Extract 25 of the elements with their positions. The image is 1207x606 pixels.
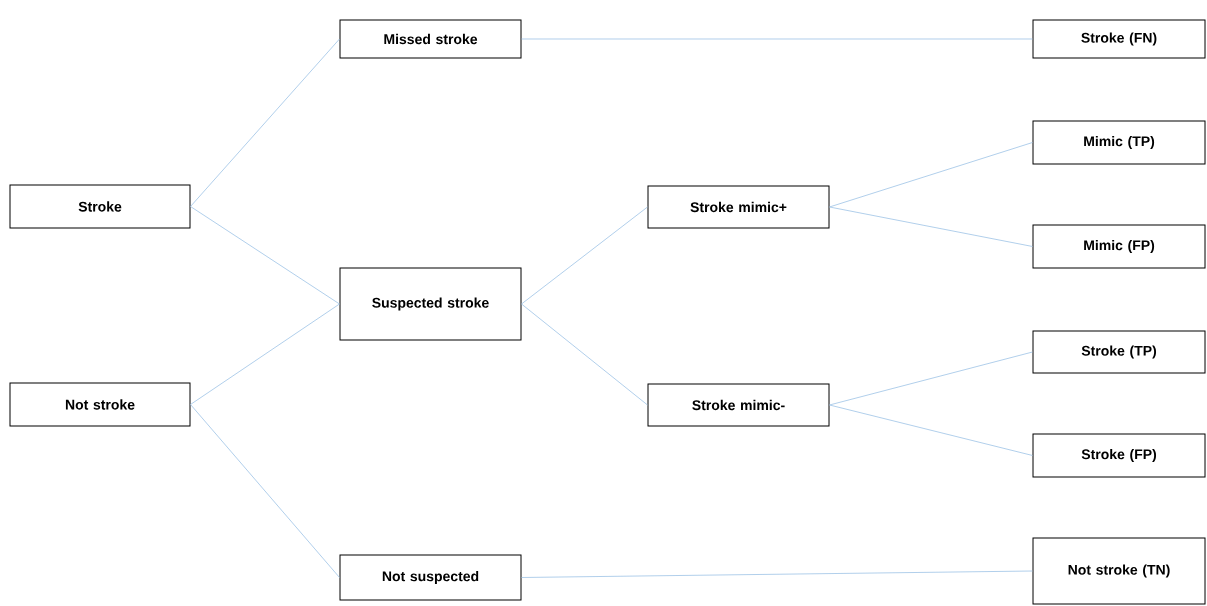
connector-line <box>190 303 340 405</box>
process-box: Suspected stroke <box>339 267 522 341</box>
process-box: Stroke (FN) <box>1032 19 1206 59</box>
connector-line <box>521 206 648 305</box>
process-box: Stroke mimic- <box>647 383 830 427</box>
connector-line <box>829 142 1033 208</box>
process-box: Stroke <box>9 184 191 229</box>
process-box: Not suspected <box>339 554 522 601</box>
process-box: Stroke (TP) <box>1032 330 1206 374</box>
process-box: Mimic (FP) <box>1032 224 1206 269</box>
process-box: Stroke (FP) <box>1032 433 1206 478</box>
process-box: Not stroke <box>9 382 191 427</box>
process-box: Stroke mimic+ <box>647 185 830 229</box>
connector-line <box>190 206 340 305</box>
process-box: Missed stroke <box>339 19 522 59</box>
connector-line <box>190 404 340 578</box>
process-box: Not stroke (TN) <box>1032 537 1206 605</box>
connector-line <box>521 570 1033 578</box>
connector-line <box>829 206 1033 247</box>
connector-line <box>521 38 1033 40</box>
connector-line <box>829 404 1033 456</box>
process-box: Mimic (TP) <box>1032 120 1206 165</box>
connector-line <box>190 38 340 207</box>
connector-line <box>521 303 648 406</box>
connector-line <box>829 351 1033 406</box>
